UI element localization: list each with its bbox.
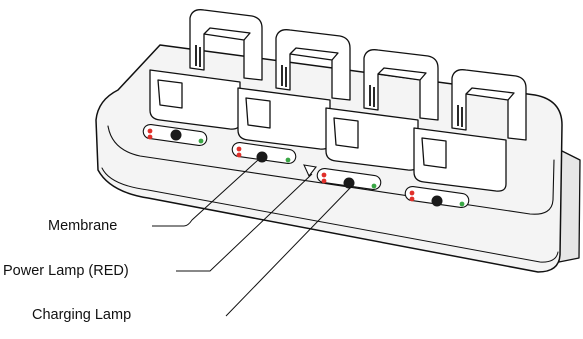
membrane-button-4 — [431, 195, 443, 207]
membrane-button-3 — [343, 177, 355, 189]
charging-cup-2 — [237, 29, 351, 150]
charging-lamp-1 — [198, 138, 204, 144]
charging-lamp-2 — [285, 157, 291, 163]
charging-cup-1 — [149, 9, 263, 130]
charging-cup-4 — [413, 69, 527, 192]
power-lamp-4 — [409, 190, 415, 196]
power-lamp-1 — [147, 128, 153, 134]
power-lamp-leader — [176, 173, 313, 272]
membrane-button-1 — [170, 129, 182, 141]
membrane-label: Membrane — [48, 218, 118, 234]
indicator-panel-4 — [404, 185, 470, 209]
power-lamp-label: Power Lamp (RED) — [3, 263, 129, 279]
charging-lamp-label: Charging Lamp — [32, 307, 132, 323]
power-lamp-2 — [236, 146, 242, 152]
leader-lines — [152, 159, 353, 317]
membrane-leader — [152, 159, 259, 227]
charging-lamp-4 — [459, 201, 465, 207]
indicator-panel-3 — [316, 167, 382, 191]
charging-lamp-leader — [225, 185, 353, 317]
charging-cup-3 — [325, 49, 439, 171]
charging-lamp-3 — [371, 183, 377, 189]
triangle-marker — [303, 164, 318, 178]
indicator-panel-1 — [142, 123, 208, 147]
membrane-button-2 — [256, 151, 268, 163]
power-lamp-3 — [321, 172, 327, 178]
indicator-panel-2 — [231, 141, 297, 165]
